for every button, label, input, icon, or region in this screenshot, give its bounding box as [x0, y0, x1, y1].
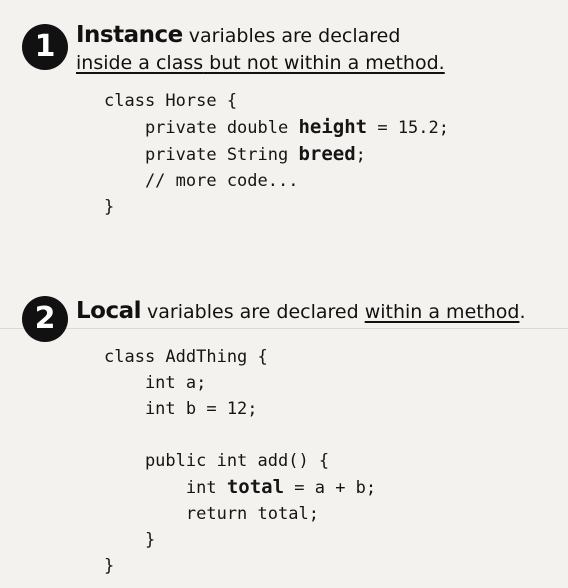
local-heading-rest: variables are declared — [141, 301, 365, 323]
code-line: public int add() { — [104, 451, 330, 471]
local-variables-section: 2 Local variables are declared within a … — [18, 296, 554, 586]
code-line: private String — [104, 145, 299, 165]
code-comment: // more code... — [104, 171, 299, 191]
breed-field-name: breed — [298, 143, 356, 165]
code-line: int a; — [104, 373, 207, 393]
instance-heading-line2-rest: but not within a method. — [203, 52, 445, 74]
local-keyword: Local — [76, 298, 142, 324]
code-line: class AddThing { — [104, 347, 268, 367]
step-number-2-badge: 2 — [22, 296, 68, 342]
instance-heading-line1: Instance variables are declared — [76, 22, 400, 49]
horse-class-code: class Horse { private double height = 15… — [104, 88, 449, 220]
code-line-tail: = 15.2; — [367, 118, 449, 138]
step-number-1-badge: 1 — [22, 24, 68, 70]
code-line-tail: = a + b; — [284, 478, 377, 498]
instance-keyword: Instance — [76, 22, 183, 48]
local-heading-end: . — [519, 301, 526, 323]
code-line: } — [104, 197, 115, 217]
code-line: int b = 12; — [104, 399, 258, 419]
code-line: } — [104, 530, 156, 550]
instance-heading-line2: inside a class but not within a method. — [76, 50, 445, 76]
code-line: private double — [104, 118, 299, 138]
code-line: class Horse { — [104, 91, 238, 111]
within-a-method-underlined: within a method — [364, 301, 520, 323]
instance-heading-rest: variables are declared — [182, 25, 401, 47]
instance-variables-section: 1 Instance variables are declared inside… — [18, 18, 554, 218]
inside-a-class-underlined: inside a class — [76, 52, 204, 74]
height-field-name: height — [298, 116, 368, 138]
code-line: } — [104, 556, 115, 576]
local-heading: Local variables are declared within a me… — [76, 298, 525, 325]
total-variable-name: total — [226, 476, 285, 498]
faint-divider — [0, 328, 568, 329]
code-line: int — [104, 478, 227, 498]
code-line: return total; — [104, 504, 319, 524]
code-line-tail: ; — [355, 145, 366, 165]
addthing-class-code: class AddThing { int a; int b = 12; publ… — [104, 344, 376, 579]
